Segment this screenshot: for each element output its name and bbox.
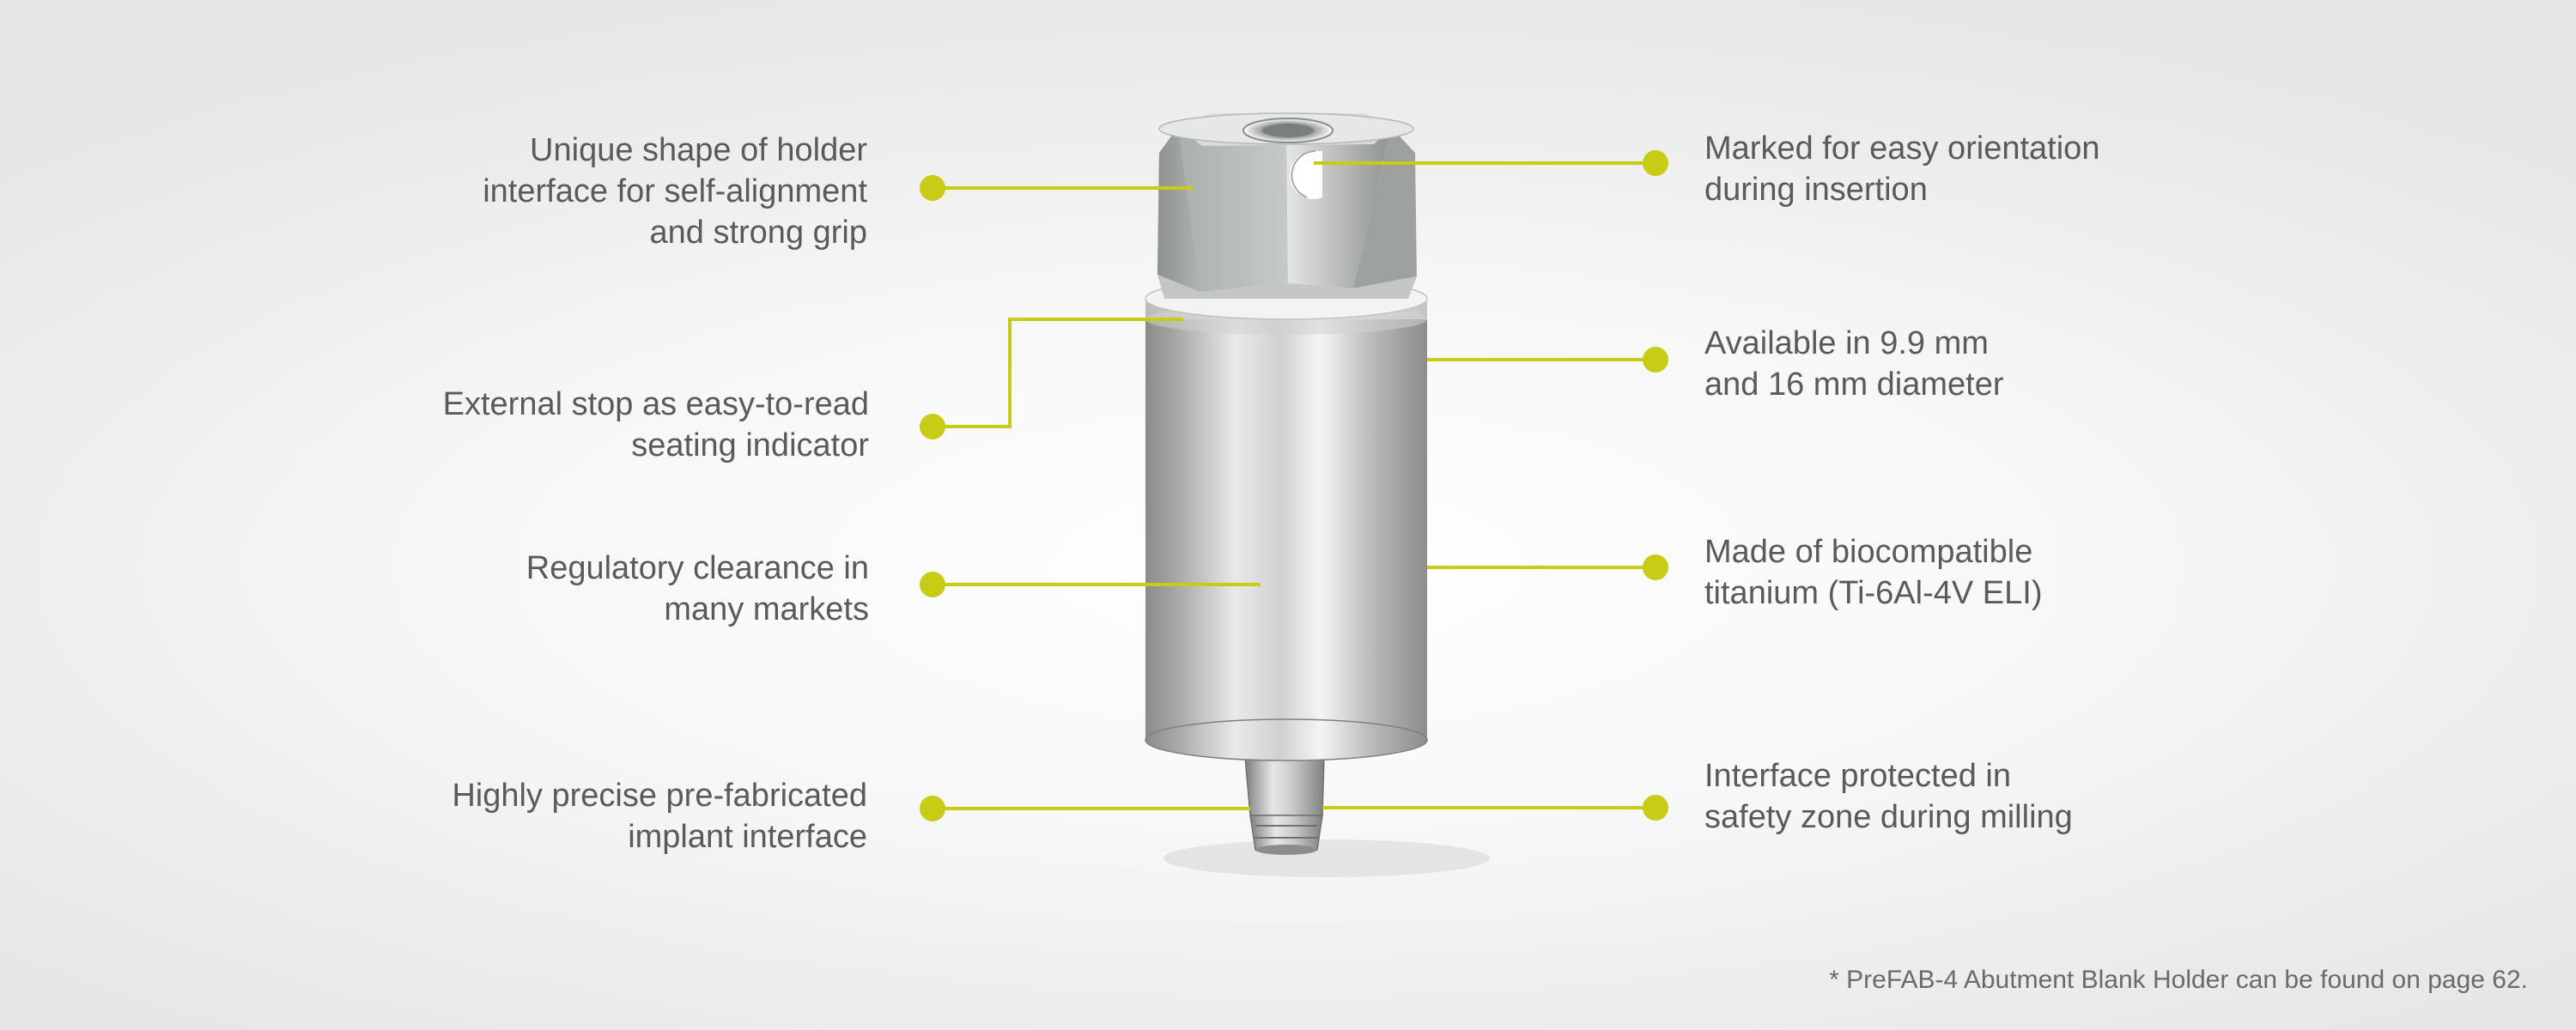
callout-external-stop: External stop as easy-to-read seating in…: [442, 386, 869, 464]
callout-material: Made of biocompatible titanium (Ti-6Al-4…: [1704, 534, 2043, 611]
cylinder-body: [1145, 309, 1428, 761]
callout-safety-zone: Interface protected in safety zone durin…: [1704, 758, 2073, 835]
implant-interface-tip: [1244, 756, 1325, 855]
dot-diameters: [1643, 347, 1668, 373]
hex-holder-head: [1157, 112, 1417, 299]
dot-material: [1643, 554, 1668, 580]
leader-lines: [933, 161, 1656, 810]
dot-safety-zone: [1643, 795, 1668, 821]
leader-dots: [920, 150, 1668, 821]
dot-implant-interface: [920, 796, 945, 821]
callout-implant-interface: Highly precise pre-fabricated implant in…: [452, 778, 867, 855]
floor-shadow: [1163, 839, 1490, 877]
callout-diameters: Available in 9.9 mm and 16 mm diameter: [1704, 325, 2004, 403]
dot-external-stop: [920, 414, 945, 439]
leader-external-stop: [933, 318, 1183, 428]
dot-orientation-mark: [1643, 150, 1668, 176]
dot-regulatory: [920, 572, 945, 597]
footnote: * PreFAB-4 Abutment Blank Holder can be …: [1829, 966, 2528, 994]
callout-orientation-mark: Marked for easy orientation during inser…: [1704, 130, 2100, 208]
callout-regulatory: Regulatory clearance in many markets: [526, 550, 869, 627]
callout-holder-interface: Unique shape of holder interface for sel…: [483, 132, 867, 251]
dot-holder-interface: [920, 175, 945, 201]
